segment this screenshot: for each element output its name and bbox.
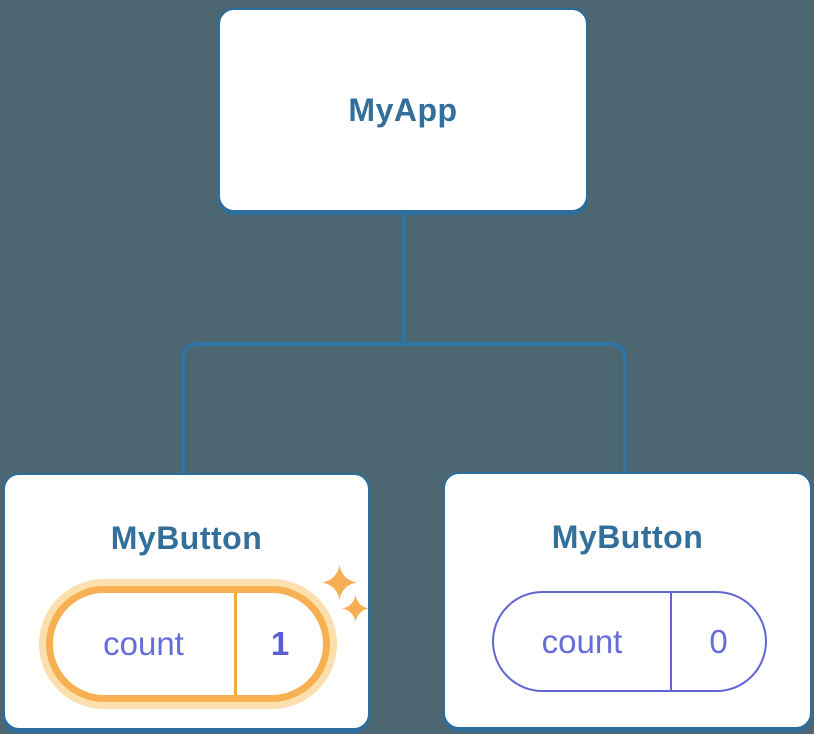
node-mybutton-highlighted: MyButton count 1	[3, 473, 370, 730]
state-pill-highlighted: count 1	[46, 586, 330, 702]
connector-branch	[181, 342, 627, 476]
sparkle-icon-small	[342, 595, 369, 622]
node-myapp: MyApp	[218, 8, 588, 212]
node-mybutton-label: MyButton	[551, 519, 704, 555]
state-value: 0	[709, 622, 728, 660]
node-mybutton-label: MyButton	[110, 520, 263, 556]
sparkle-icon-large	[322, 565, 357, 600]
state-key-label: count	[541, 622, 623, 660]
state-pill-divider	[234, 593, 237, 695]
state-pill-plain: count 0	[492, 591, 767, 692]
state-key-label: count	[103, 625, 184, 662]
node-myapp-label: MyApp	[348, 91, 458, 128]
node-mybutton-plain: MyButton count 0	[443, 472, 812, 729]
state-pill-divider	[670, 593, 672, 690]
state-value: 1	[270, 625, 290, 662]
